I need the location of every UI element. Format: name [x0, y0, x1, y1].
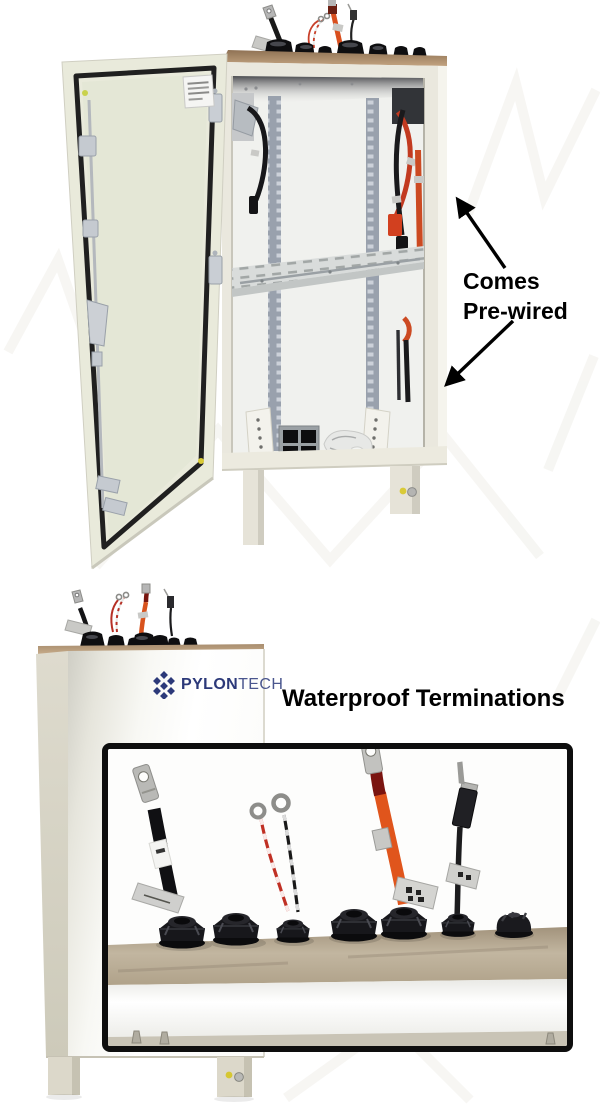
interior-screws — [244, 82, 354, 91]
pylontech-logo-text: PYLONTECH — [181, 676, 283, 694]
door-latch-mechanism — [78, 99, 128, 517]
orange-cable-qr-flag — [392, 876, 439, 910]
black-cable-silver-flag — [131, 882, 185, 914]
prewired-line2: Pre-wired — [463, 298, 568, 324]
terminations-inset-svg — [108, 749, 567, 1046]
door-yellow-dot — [198, 458, 204, 464]
orange-cable-lug — [360, 749, 383, 775]
inset-sense-wires — [249, 793, 300, 913]
black-wire-ring-terminal — [271, 793, 291, 813]
thin-red-sense-wires-2 — [110, 591, 130, 633]
door-green-dot — [82, 90, 88, 96]
orange-power-cable — [328, 0, 344, 49]
orange-cable-silver-band — [371, 826, 393, 852]
interior-shelf — [232, 246, 424, 297]
cabinet-sill — [222, 446, 447, 470]
open-door — [61, 53, 228, 570]
inset-lower-strip — [108, 1031, 567, 1046]
black-cable-white-label — [148, 838, 173, 870]
interior-lower-right-cables — [396, 316, 412, 403]
qr-code — [406, 887, 424, 902]
inset-cabinet-front-edge — [108, 979, 567, 1037]
inset-black-cable — [131, 763, 185, 914]
rj45-connector — [451, 761, 479, 829]
waterproof-caption: Waterproof Terminations — [282, 685, 565, 712]
inset-comm-cable — [445, 761, 481, 920]
blanking-cap — [495, 911, 533, 938]
ground-label-dot-2 — [225, 1071, 233, 1079]
logo-text-tech: TECH — [238, 676, 284, 693]
interior-red-black-cables — [388, 109, 424, 262]
ground-label-dot — [399, 487, 407, 495]
ground-stud — [407, 487, 417, 497]
pylontech-logo-icon — [153, 671, 175, 699]
thin-red-sense-wires — [307, 12, 331, 49]
interior-top-right-unit — [392, 88, 424, 124]
inset-studs — [131, 1030, 556, 1045]
roof-cables-open-cabinet — [251, 0, 427, 58]
thin-comm-cable-2 — [163, 588, 174, 637]
arrow-lower — [444, 319, 515, 387]
cabinet-top-edge — [222, 50, 447, 66]
terminations-inset-photo — [102, 743, 573, 1052]
roof-glands-2 — [80, 631, 198, 647]
cabinet-legs — [243, 466, 420, 545]
orange-power-cable-2 — [137, 583, 151, 637]
arrow-upper — [455, 196, 507, 269]
surface-reflections — [117, 945, 549, 973]
prewired-line1: Comes — [463, 268, 540, 294]
open-cabinet-photo — [61, 0, 515, 570]
ground-stud-2 — [234, 1072, 244, 1082]
roof-cables-closed-cabinet — [64, 583, 198, 647]
pylontech-logo: PYLONTECH — [152, 671, 283, 699]
interior-black-cable — [232, 99, 269, 214]
prewired-annotation: Comes Pre-wired — [463, 266, 568, 326]
prewired-arrows — [444, 196, 515, 387]
cabinet-body — [221, 50, 448, 545]
black-lug-cable — [251, 4, 285, 54]
inset-glands — [158, 906, 533, 950]
inset-orange-cable — [360, 749, 439, 910]
black-lug-cable-2 — [64, 589, 93, 639]
closed-cabinet-legs — [46, 1057, 254, 1102]
door-spec-label — [182, 74, 215, 109]
black-cable-lug — [132, 763, 160, 803]
thin-comm-cable — [347, 3, 357, 47]
logo-text-pylon: PYLON — [181, 676, 239, 693]
red-wire-ring-terminal — [249, 802, 267, 820]
closed-cabinet-side — [36, 651, 68, 1057]
